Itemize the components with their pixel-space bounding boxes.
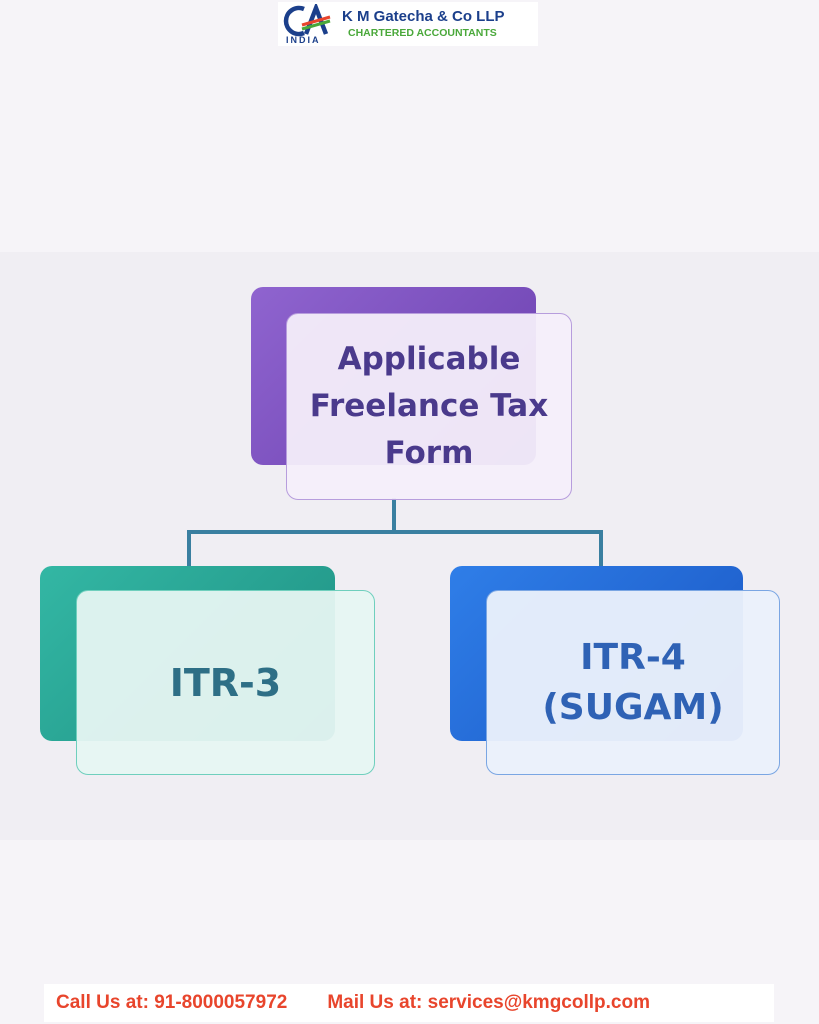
ca-logo: INDIA: [278, 2, 336, 46]
logo-india-text: INDIA: [286, 35, 321, 45]
right-node-line1: ITR-4: [580, 636, 686, 678]
left-node-label: ITR-3: [169, 660, 282, 705]
root-node-line2: Freelance Tax: [309, 388, 549, 424]
firm-subtitle: CHARTERED ACCOUNTANTS: [348, 27, 497, 39]
root-node-line1: Applicable: [337, 341, 521, 377]
right-node-itr4: ITR-4 (SUGAM): [486, 590, 780, 775]
right-node-line2: (SUGAM): [542, 686, 724, 728]
connector-root-stem: [392, 498, 396, 534]
connector-left-drop: [187, 530, 191, 568]
contact-footer: Call Us at: 91-8000057972 Mail Us at: se…: [44, 984, 774, 1022]
call-us-text[interactable]: Call Us at: 91-8000057972: [56, 992, 288, 1013]
mail-us-text[interactable]: Mail Us at: services@kmgcollp.com: [327, 992, 650, 1013]
header-logo-banner: INDIA K M Gatecha & Co LLP CHARTERED ACC…: [278, 2, 538, 46]
root-node-line3: Form: [384, 435, 474, 471]
connector-horizontal: [187, 530, 603, 534]
root-node: Applicable Freelance Tax Form: [286, 313, 572, 500]
connector-right-drop: [599, 530, 603, 568]
left-node-itr3: ITR-3: [76, 590, 375, 775]
firm-name: K M Gatecha & Co LLP: [342, 8, 505, 25]
ca-logo-icon: [283, 4, 331, 37]
